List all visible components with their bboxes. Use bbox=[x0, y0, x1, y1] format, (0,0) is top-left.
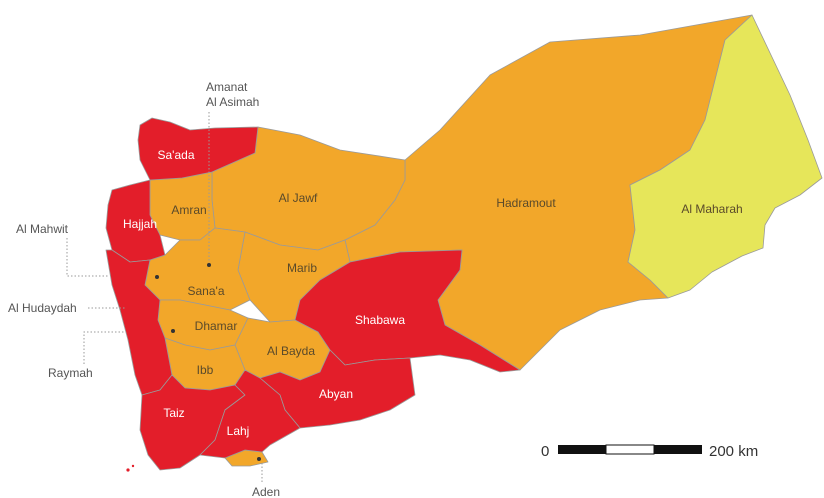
label-hadramout: Hadramout bbox=[496, 196, 556, 210]
label-al-mahwit: Al Mahwit bbox=[16, 222, 69, 236]
label-amran: Amran bbox=[171, 203, 206, 217]
island bbox=[126, 468, 130, 472]
point-raymah bbox=[171, 329, 175, 333]
label-sanaa: Sana'a bbox=[188, 284, 225, 298]
label-al-jawf: Al Jawf bbox=[279, 191, 318, 205]
label-al-maharah: Al Maharah bbox=[681, 202, 742, 216]
label-raymah: Raymah bbox=[48, 366, 93, 380]
point-aden bbox=[257, 457, 261, 461]
point-al-mahwit bbox=[155, 275, 159, 279]
label-al-bayda: Al Bayda bbox=[267, 344, 315, 358]
leader-raymah bbox=[83, 331, 124, 364]
scale-segment-1 bbox=[558, 445, 606, 454]
label-marib: Marib bbox=[287, 261, 317, 275]
region-saada bbox=[137, 117, 259, 181]
scale-segment-2 bbox=[605, 444, 655, 455]
scale-bar-end-label: 200 km bbox=[709, 443, 758, 460]
region-hajjah bbox=[105, 179, 166, 263]
label-abyan: Abyan bbox=[319, 387, 353, 401]
scale-segment-3 bbox=[654, 445, 702, 454]
label-al-hudaydah: Al Hudaydah bbox=[8, 301, 77, 315]
scale-bar-start-label: 0 bbox=[541, 443, 549, 460]
label-lahj: Lahj bbox=[227, 424, 250, 438]
leader-al-mahwit bbox=[66, 238, 108, 277]
label-amanat-line2: Al Asimah bbox=[206, 95, 259, 109]
label-ibb: Ibb bbox=[197, 363, 214, 377]
label-amanat-line1: Amanat bbox=[206, 80, 248, 94]
region-al-hudaydah bbox=[105, 249, 173, 396]
label-taiz: Taiz bbox=[163, 406, 184, 420]
island bbox=[131, 464, 135, 468]
label-dhamar: Dhamar bbox=[195, 319, 238, 333]
point-amanat bbox=[207, 263, 211, 267]
region-al-maharah bbox=[627, 14, 823, 299]
label-hajjah: Hajjah bbox=[123, 217, 157, 231]
scale-bar: 0 200 km bbox=[541, 443, 758, 460]
region-lahj bbox=[199, 369, 301, 459]
label-shabawa: Shabawa bbox=[355, 313, 405, 327]
label-saada: Sa'ada bbox=[158, 148, 195, 162]
label-aden: Aden bbox=[252, 485, 280, 498]
